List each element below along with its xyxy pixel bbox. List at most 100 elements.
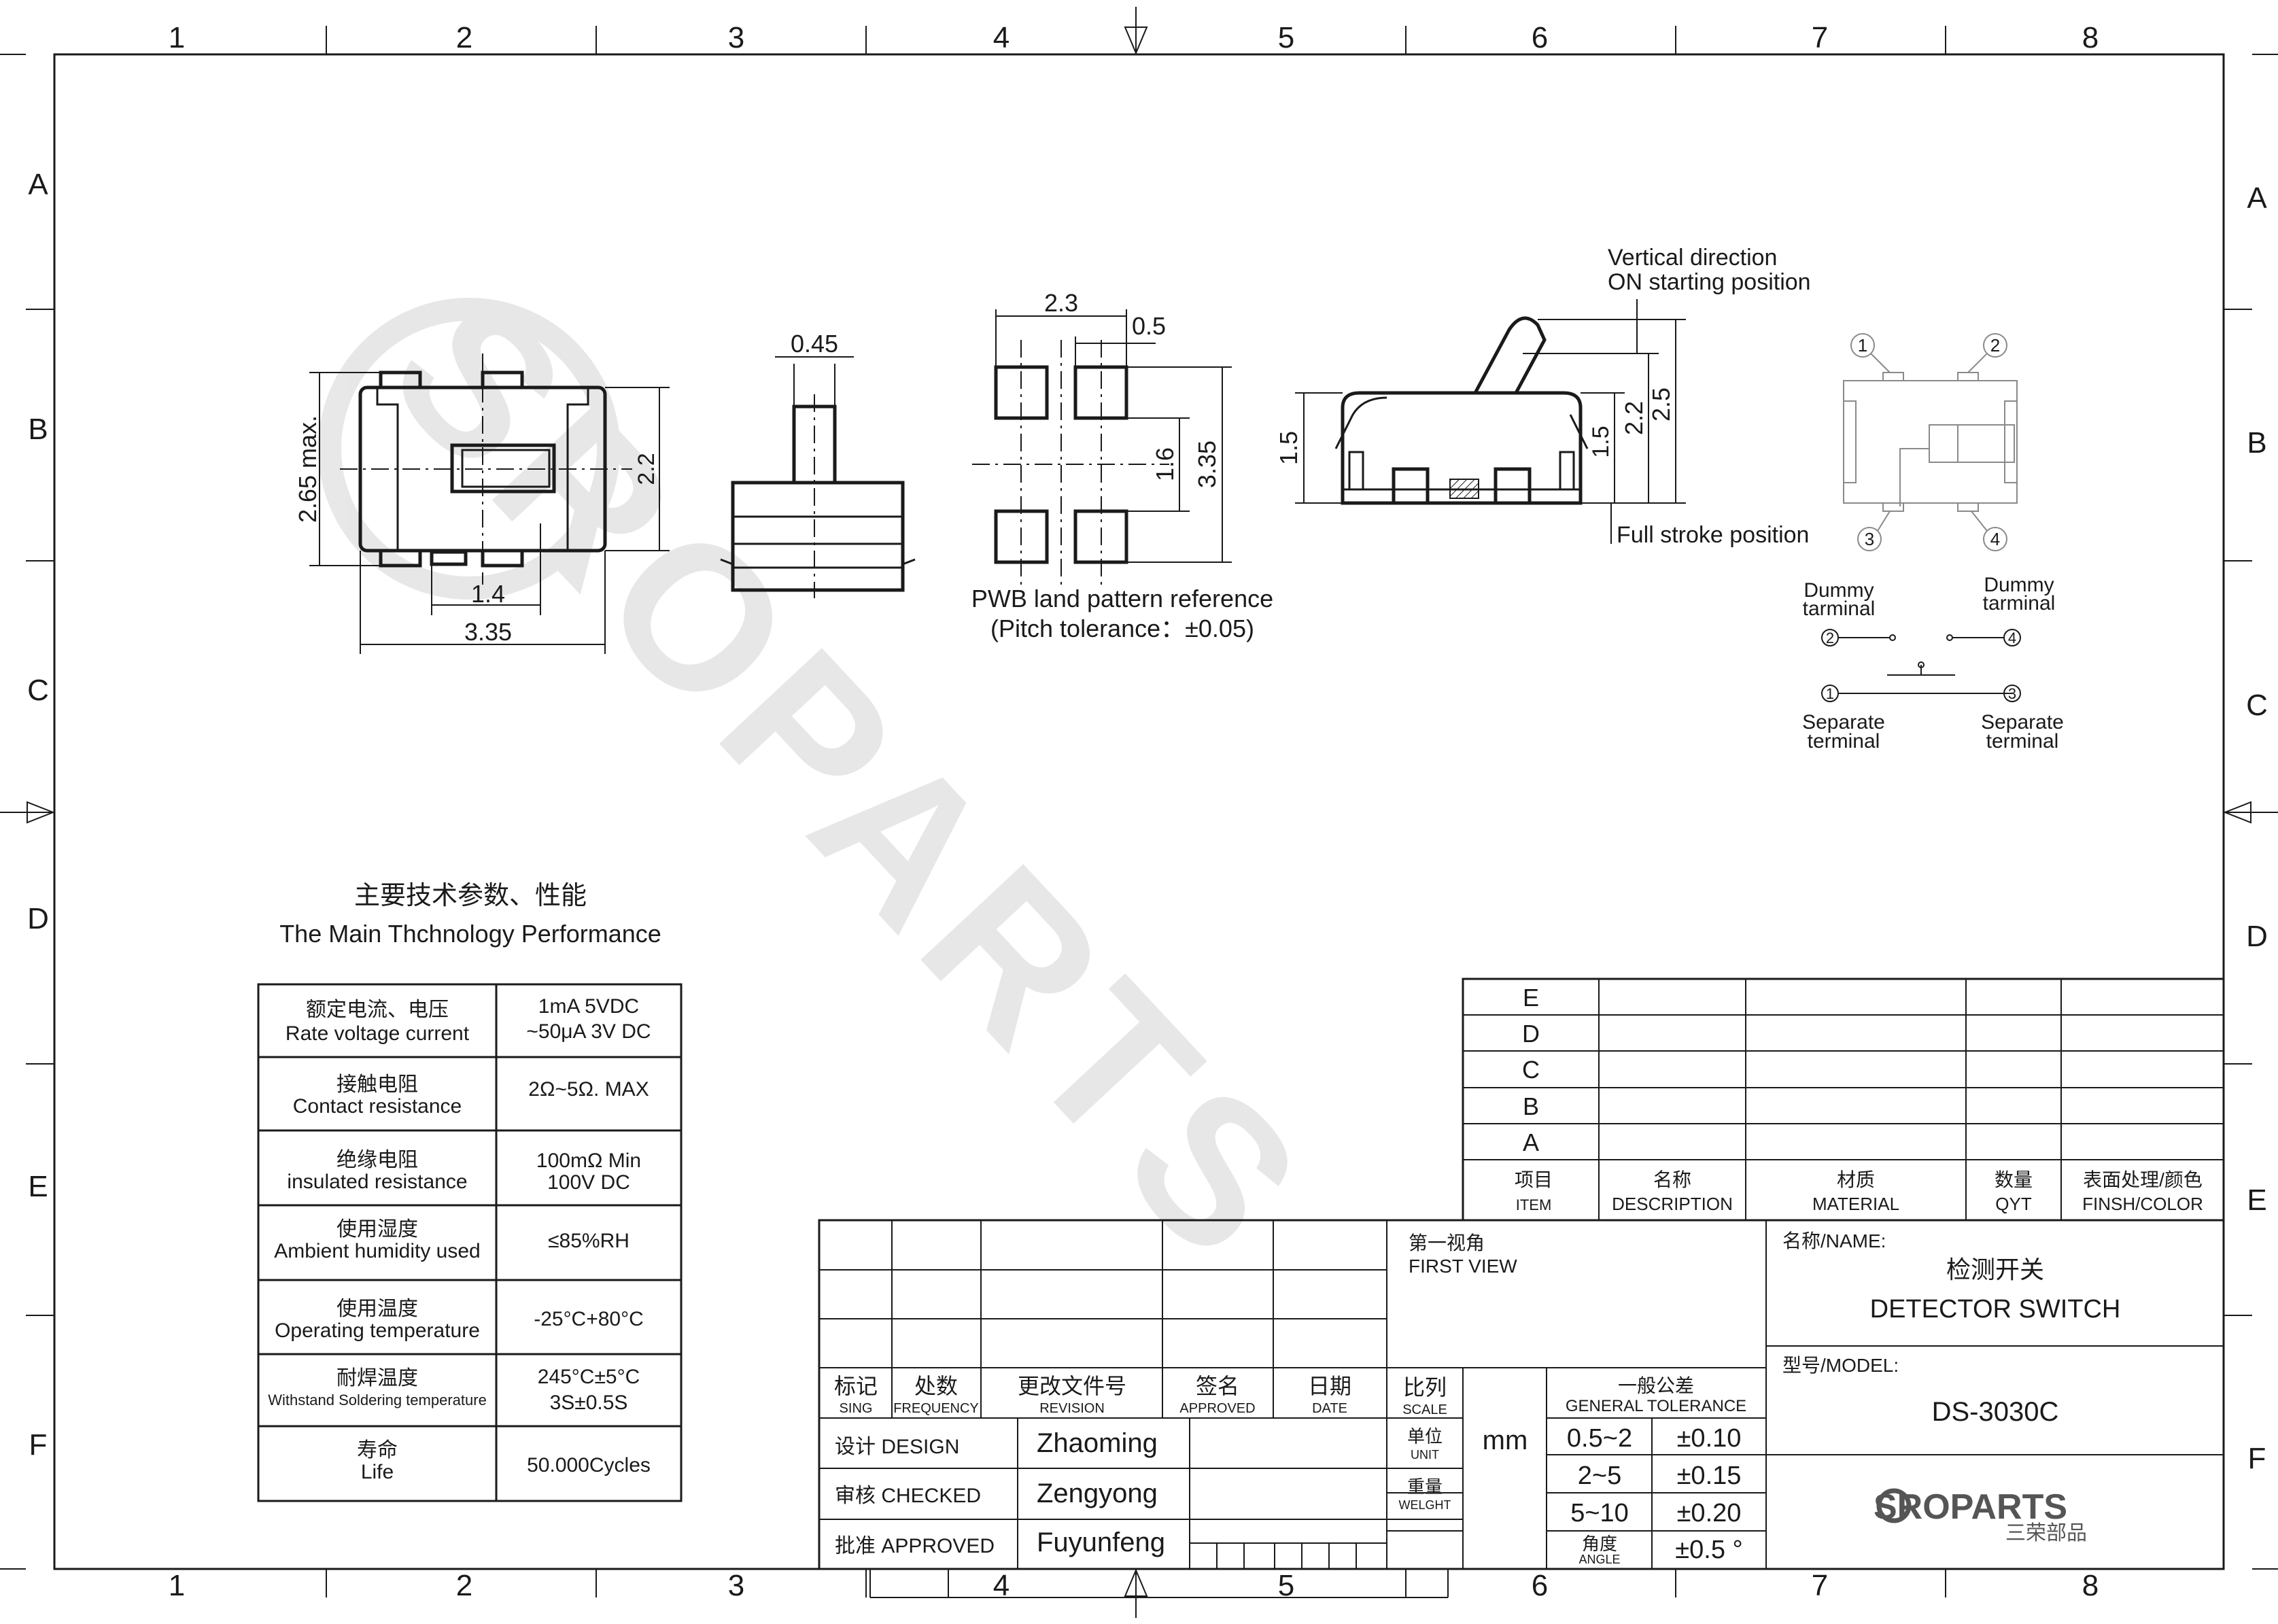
col-label-top-8: 8 (2082, 21, 2099, 54)
row-label-left-B: B (28, 413, 48, 446)
col-label-top-2: 2 (456, 21, 472, 54)
terminal-label-left: terminal (1808, 730, 1880, 753)
rev-head-date-en: DATE (1312, 1401, 1347, 1416)
bom-row-D: D (1522, 1020, 1540, 1048)
dummy-label-right-2: tarminal (1983, 592, 2056, 615)
row-label-right-E: E (2247, 1184, 2266, 1217)
rev-head-appr-en: APPROVED (1179, 1401, 1255, 1416)
first-view-cn: 第一视角 (1409, 1232, 1485, 1254)
row-label-left-E: E (28, 1170, 48, 1203)
tolerance-en: GENERAL TOLERANCE (1566, 1397, 1746, 1415)
perf-row-1-v2: ~50μA 3V DC (526, 1020, 651, 1043)
watermark-text: SROPARTS (349, 254, 1352, 1307)
dim-pwb-top: 2.3 (1044, 289, 1078, 317)
perf-row-3-cn: 绝缘电阻 (336, 1149, 418, 1171)
zone-labels: 1 2 3 4 5 6 7 8 1 2 3 4 5 6 7 8 A B C D … (27, 21, 2268, 1602)
perf-title-en: The Main Thchnology Performance (279, 920, 661, 948)
perf-title-cn: 主要技术参数、性能 (354, 882, 587, 910)
bom-head-material-en: MATERIAL (1812, 1194, 1899, 1214)
product-name-en: DETECTOR SWITCH (1870, 1295, 2121, 1324)
row-label-left-C: C (27, 674, 49, 707)
col-label-bottom-6: 6 (1532, 1569, 1548, 1602)
scale-en: SCALE (1402, 1402, 1447, 1417)
col-label-bottom-3: 3 (728, 1569, 744, 1602)
perf-row-3-en: insulated resistance (287, 1171, 467, 1193)
callout-top-2: ON starting position (1608, 269, 1811, 295)
dim-side-top: 0.45 (791, 330, 838, 358)
schematic: 1 2 3 4 Dummy tarminal Dummy tarminal Se… (1802, 333, 2064, 753)
pwb-label-1: PWB land pattern reference (971, 585, 1273, 612)
dim-top-height: 2.65 max. (294, 415, 322, 523)
perf-row-5-v1: -25°C+80°C (534, 1308, 644, 1330)
side-view: 0.45 (720, 330, 916, 598)
bom-table: E D C B A 项目 ITEM 名称 DESCRIPTION 材质 MATE… (1462, 978, 2225, 1222)
front-view: 1.5 1.5 2.2 2.5 Vertical direction ON st… (1275, 245, 1811, 548)
terminal-label-right: terminal (1986, 730, 2059, 753)
perf-row-6-cn: 耐焊温度 (336, 1367, 418, 1389)
perf-row-3-v1: 100mΩ Min (536, 1150, 641, 1172)
dummy-label-left: Dummy (1804, 579, 1874, 602)
tolerance-cn: 一般公差 (1618, 1375, 1694, 1396)
dim-pwb-right: 3.35 (1193, 440, 1221, 488)
tol-range-3: 5~10 (1570, 1499, 1629, 1527)
perf-row-2-en: Contact resistance (293, 1095, 462, 1118)
col-label-bottom-8: 8 (2082, 1569, 2099, 1602)
perf-row-2-cn: 接触电阻 (336, 1073, 418, 1096)
design-role: 设计 DESIGN (835, 1436, 959, 1458)
dim-pwb-top2: 0.5 (1132, 312, 1166, 340)
logo-text: SROPARTS (1874, 1487, 2067, 1527)
row-label-left-F: F (29, 1428, 48, 1462)
dim-pwb-mid: 1.6 (1151, 447, 1179, 481)
bom-head-finish-cn: 表面处理/颜色 (2083, 1169, 2203, 1190)
rev-head-date-cn: 日期 (1308, 1374, 1351, 1398)
performance-table: 主要技术参数、性能 The Main Thchnology Performanc… (257, 882, 683, 1502)
weight-cn: 重量 (1407, 1476, 1443, 1497)
col-label-bottom-4: 4 (993, 1569, 1009, 1602)
col-label-bottom-5: 5 (1278, 1569, 1294, 1602)
perf-row-1-en: Rate voltage current (286, 1022, 470, 1045)
row-label-right-A: A (2247, 182, 2267, 215)
rev-head-freq-en: FREQUENCY (893, 1401, 979, 1416)
col-label-top-5: 5 (1278, 21, 1294, 54)
bom-head-qty-cn: 数量 (1995, 1169, 2033, 1190)
checked-role: 审核 CHECKED (835, 1485, 981, 1507)
rev-head-rev-cn: 更改文件号 (1018, 1374, 1126, 1398)
tol-value-3: ±0.20 (1677, 1499, 1742, 1527)
col-label-top-7: 7 (1812, 21, 1828, 54)
bom-row-B: B (1523, 1092, 1539, 1120)
bom-head-material-cn: 材质 (1837, 1169, 1875, 1190)
row-label-right-F: F (2248, 1442, 2266, 1475)
row-label-left-A: A (28, 168, 48, 201)
tol-range-1: 0.5~2 (1567, 1424, 1632, 1453)
sch-pin-3: 3 (2008, 685, 2016, 702)
perf-row-6-en: Withstand Soldering temperature (268, 1392, 487, 1409)
perf-row-4-cn: 使用湿度 (336, 1218, 418, 1241)
angle-en: ANGLE (1578, 1553, 1620, 1566)
bom-row-E: E (1523, 984, 1539, 1012)
first-view-en: FIRST VIEW (1409, 1256, 1517, 1277)
pwb-land-pattern: 2.3 0.5 1.6 3.35 PWB land pattern refere… (971, 289, 1273, 642)
pin-label-1: 1 (1858, 335, 1867, 356)
watermark: SROPARTS (318, 254, 1353, 1307)
rev-head-appr-cn: 签名 (1196, 1374, 1239, 1398)
dim-front-c: 2.5 (1647, 387, 1675, 421)
unit-en: UNIT (1411, 1448, 1439, 1462)
dim-top-inner: 1.4 (471, 580, 505, 608)
bom-head-finish-en: FINSH/COLOR (2082, 1194, 2203, 1214)
bom-row-C: C (1522, 1056, 1540, 1084)
callout-top-1: Vertical direction (1608, 245, 1777, 271)
dim-top-right: 2.2 (634, 453, 659, 485)
bom-head-item-en: ITEM (1516, 1196, 1552, 1213)
perf-row-7-cn: 寿命 (357, 1439, 398, 1462)
design-name: Zhaoming (1037, 1428, 1158, 1458)
dummy-label-right: Dummy (1984, 574, 2054, 596)
bom-head-desc-en: DESCRIPTION (1612, 1194, 1733, 1214)
pin-label-2: 2 (1990, 335, 2000, 356)
col-label-bottom-7: 7 (1812, 1569, 1828, 1602)
tol-range-2: 2~5 (1578, 1462, 1621, 1490)
rev-head-sing-cn: 标记 (834, 1374, 878, 1398)
product-name-cn: 检测开关 (1946, 1256, 2044, 1283)
pin-label-3: 3 (1865, 529, 1874, 549)
separate-label-right: Separate (1981, 711, 2064, 733)
